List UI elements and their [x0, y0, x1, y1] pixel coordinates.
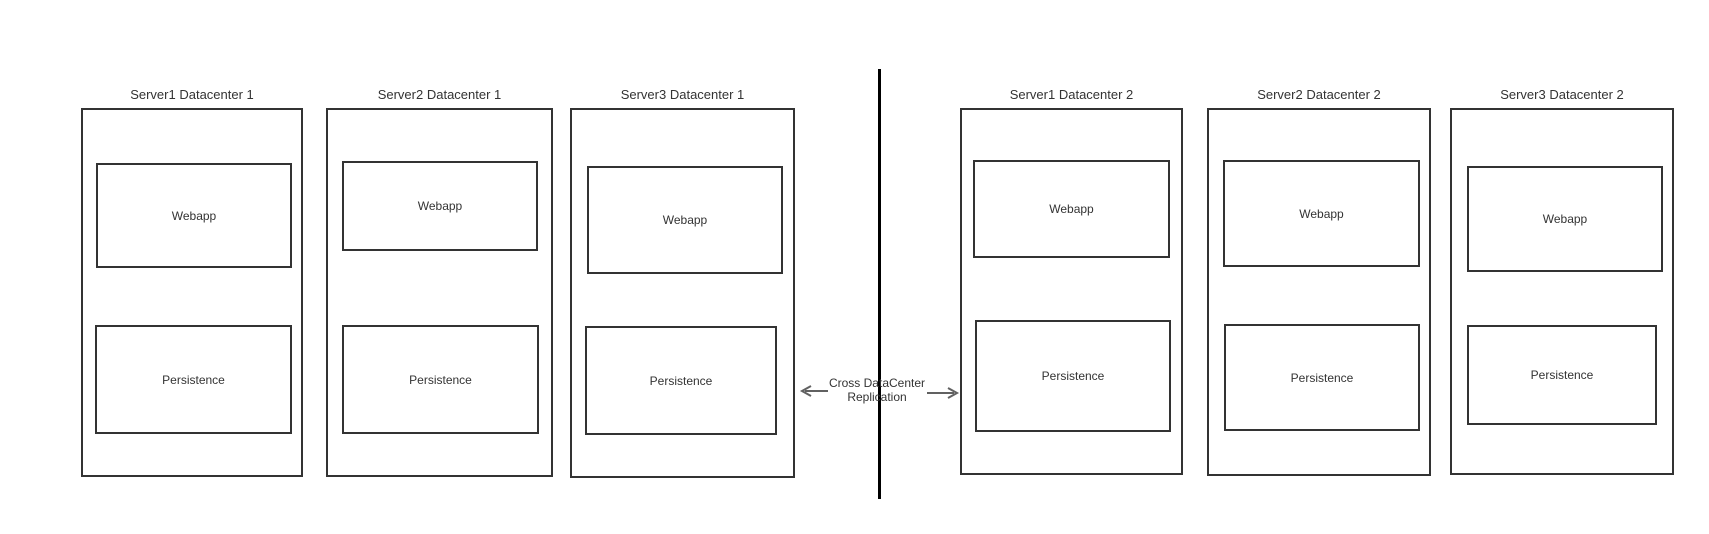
persistence-box: Persistence — [1224, 324, 1420, 431]
server-box: Webapp Persistence — [960, 108, 1183, 475]
webapp-label: Webapp — [417, 199, 463, 213]
replication-arrow-right-icon — [927, 387, 960, 399]
persistence-label: Persistence — [409, 372, 472, 387]
server-box: Webapp Persistence — [570, 108, 795, 478]
server-title: Server1 Datacenter 1 — [130, 87, 254, 102]
persistence-label: Persistence — [1530, 368, 1594, 382]
webapp-label: Webapp — [171, 208, 217, 223]
server-box: Webapp Persistence — [1450, 108, 1674, 475]
server-title: Server2 Datacenter 2 — [1257, 87, 1381, 102]
webapp-box: Webapp — [1467, 166, 1663, 272]
server-box: Webapp Persistence — [326, 108, 553, 477]
server-box: Webapp Persistence — [81, 108, 303, 477]
panel-server3-dc2: Server3 Datacenter 2 Webapp Persistence — [1450, 84, 1674, 475]
server-title: Server3 Datacenter 2 — [1500, 87, 1624, 102]
persistence-box: Persistence — [342, 325, 539, 434]
replication-label-line1: Cross DataCenter — [828, 376, 926, 390]
persistence-box: Persistence — [585, 326, 777, 435]
persistence-label: Persistence — [1041, 369, 1105, 383]
webapp-box: Webapp — [1223, 160, 1420, 267]
datacenter-divider-line — [878, 69, 881, 499]
replication-arrow-left-icon — [799, 385, 828, 397]
persistence-label: Persistence — [1290, 370, 1354, 385]
persistence-label: Persistence — [649, 373, 713, 388]
webapp-box: Webapp — [342, 161, 538, 251]
webapp-label: Webapp — [1299, 206, 1344, 221]
panel-server1-dc1: Server1 Datacenter 1 Webapp Persistence — [81, 84, 303, 477]
panel-server2-dc1: Server2 Datacenter 1 Webapp Persistence — [326, 84, 553, 477]
webapp-label: Webapp — [1049, 202, 1094, 216]
webapp-box: Webapp — [587, 166, 783, 274]
panel-server3-dc1: Server3 Datacenter 1 Webapp Persistence — [570, 84, 795, 478]
persistence-box: Persistence — [975, 320, 1171, 432]
server-box: Webapp Persistence — [1207, 108, 1431, 476]
panel-server1-dc2: Server1 Datacenter 2 Webapp Persistence — [960, 84, 1183, 475]
server-title: Server3 Datacenter 1 — [620, 87, 745, 102]
persistence-box: Persistence — [95, 325, 292, 434]
server-title: Server2 Datacenter 1 — [377, 87, 502, 102]
persistence-label: Persistence — [162, 372, 225, 387]
replication-label-line2: Replication — [847, 390, 907, 404]
webapp-label: Webapp — [1542, 212, 1588, 226]
webapp-box: Webapp — [973, 160, 1170, 258]
panel-server2-dc2: Server2 Datacenter 2 Webapp Persistence — [1207, 84, 1431, 476]
replication-label: Cross DataCenter Replication — [818, 376, 936, 404]
server-title: Server1 Datacenter 2 — [1009, 87, 1134, 102]
webapp-box: Webapp — [96, 163, 292, 268]
webapp-label: Webapp — [662, 213, 708, 227]
persistence-box: Persistence — [1467, 325, 1657, 425]
